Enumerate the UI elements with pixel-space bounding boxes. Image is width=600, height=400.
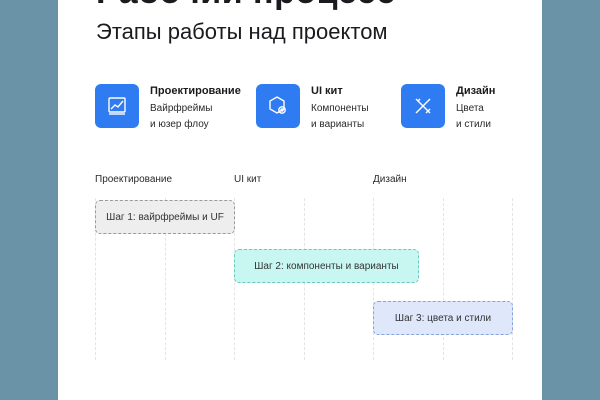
timeline-step-3[interactable]: Шаг 3: цвета и стили [373, 301, 513, 335]
page-title: Рабочий процесс [96, 0, 396, 12]
grid-line [443, 198, 444, 360]
pencil-ruler-icon [401, 84, 445, 128]
feature-desc: Компоненты и варианты [311, 103, 369, 130]
grid-line [95, 198, 96, 360]
feature-desc: Вайрфреймы и юзер флоу [150, 103, 213, 130]
feature-desc: Цвета и стили [456, 103, 491, 130]
hexagon-gear-icon [256, 84, 300, 128]
feature-title: Дизайн [456, 85, 496, 97]
feature-title: UI кит [311, 85, 343, 97]
page-subtitle: Этапы работы над проектом [96, 19, 388, 44]
timeline-step-1[interactable]: Шаг 1: вайрфреймы и UF [95, 200, 235, 234]
feature-title: Проектирование [150, 85, 241, 97]
phase-label-design: Проектирование [95, 174, 173, 185]
chart-icon [95, 84, 139, 128]
timeline-step-2[interactable]: Шаг 2: компоненты и варианты [234, 249, 419, 283]
content-card: Рабочий процесс Этапы работы над проекто… [58, 0, 542, 400]
phase-label-ui-kit: UI кит [234, 174, 262, 185]
grid-line [512, 198, 513, 360]
feature-ui-kit: UI кит Компоненты и варианты [256, 84, 369, 133]
grid-line [165, 198, 166, 360]
phase-label-visual: Дизайн [373, 174, 407, 185]
feature-visual-design: Дизайн Цвета и стили [401, 84, 495, 133]
feature-design: Проектирование Вайрфреймы и юзер флоу [95, 84, 241, 133]
